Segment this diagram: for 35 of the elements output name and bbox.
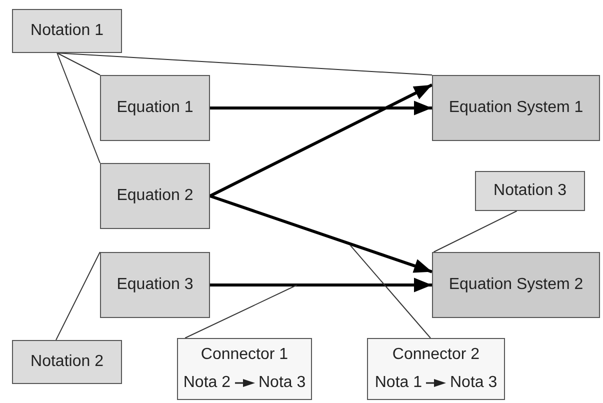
leader-line xyxy=(350,244,431,338)
arrow xyxy=(210,100,432,116)
node-label: Equation 2 xyxy=(116,186,194,206)
node-label: Equation 1 xyxy=(116,98,194,118)
arrow xyxy=(210,194,432,274)
node-label: Equation System 2 xyxy=(448,275,584,295)
arrow xyxy=(210,278,432,292)
leader-line xyxy=(184,284,298,338)
node-label: Connector 2 xyxy=(392,345,480,365)
notation-box xyxy=(12,340,122,384)
leader-line xyxy=(56,252,100,340)
equation-box xyxy=(100,75,210,141)
node-label: Nota 3 xyxy=(450,373,498,393)
leader-line xyxy=(56,52,432,76)
node-label: Nota 1 xyxy=(374,373,422,393)
leader-line xyxy=(56,52,100,76)
leader-line xyxy=(56,52,100,164)
connector-box xyxy=(367,338,505,400)
node-label: Equation System 1 xyxy=(448,98,584,118)
node-label: Notation 1 xyxy=(30,21,104,41)
arrow xyxy=(209,84,433,198)
node-label: Nota 2 xyxy=(183,373,230,393)
node-label: Notation 3 xyxy=(494,181,566,201)
equation-box xyxy=(100,163,210,229)
equation-box xyxy=(100,252,210,318)
node-label: Connector 1 xyxy=(200,345,288,365)
notation-box xyxy=(12,9,122,53)
connector-box xyxy=(177,338,312,400)
equation-system-box xyxy=(432,75,600,141)
leader-line xyxy=(433,210,518,252)
node-label: Equation 3 xyxy=(116,275,194,295)
equation-system-box xyxy=(432,252,600,318)
node-label: Notation 2 xyxy=(30,352,104,372)
node-label: Nota 3 xyxy=(258,373,306,393)
notation-box xyxy=(475,171,585,211)
